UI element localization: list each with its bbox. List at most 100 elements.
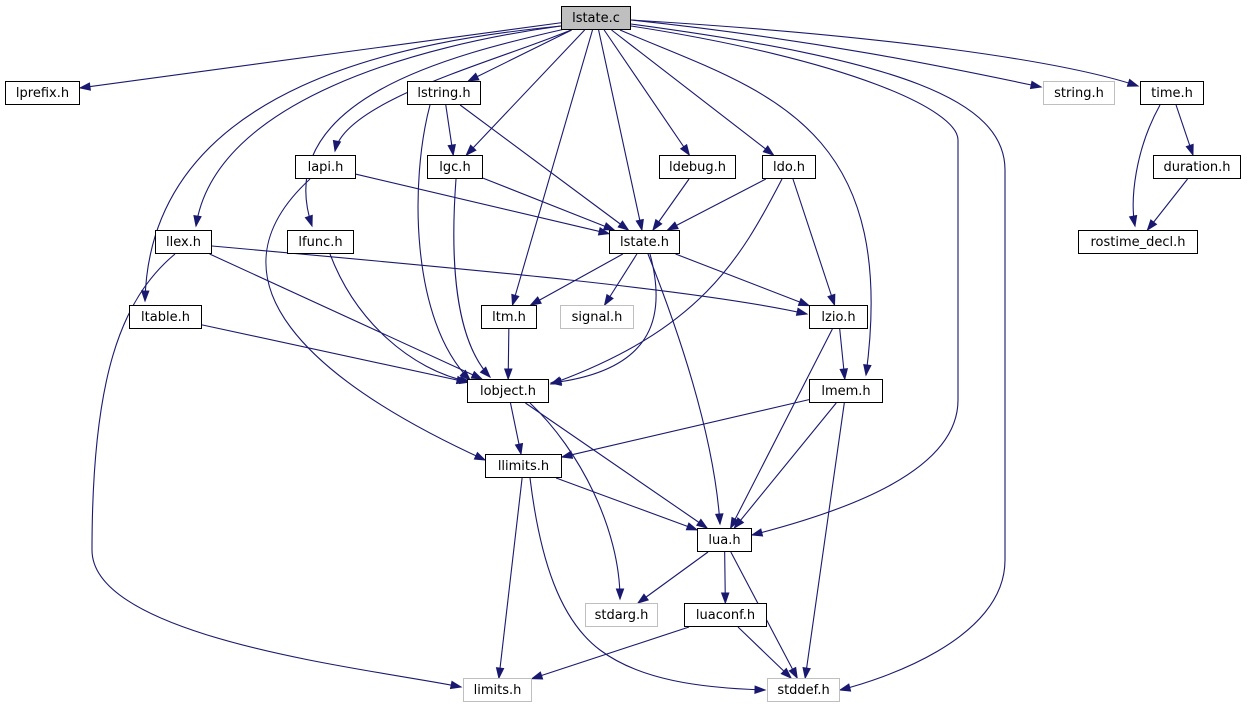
edge-lfunc-to-lobject (329, 253, 471, 383)
edge-lstate-h-to-lua (647, 253, 721, 525)
arrowhead-ltable (140, 290, 150, 303)
node-lfunc[interactable]: lfunc.h (287, 230, 354, 254)
edge-duration-to-rostime (1147, 178, 1188, 231)
node-lstring[interactable]: lstring.h (407, 81, 481, 105)
edge-lstate-c-to-lstate-h (598, 29, 643, 231)
edge-luaconf-to-stddef (737, 626, 792, 679)
edge-lstring-to-lobject (417, 104, 471, 381)
node-stdarg[interactable]: stdarg.h (585, 603, 658, 627)
arrowhead-lstate-h (666, 221, 679, 231)
edge-lua-to-stdarg (637, 551, 709, 604)
edge-lstate-h-to-ltm (530, 253, 624, 306)
edge-lstate-c-to-ldo (611, 29, 774, 156)
arrowhead-lstate-h (617, 220, 630, 231)
edge-llex-to-lobject (209, 253, 483, 380)
arrowhead-lobject (479, 366, 492, 379)
arrowhead-limits (495, 667, 505, 680)
node-duration[interactable]: duration.h (1153, 155, 1241, 179)
node-lstate-c[interactable]: lstate.c (561, 6, 631, 30)
edge-lzio-to-lua (730, 328, 833, 529)
arrowhead-ltm (529, 296, 542, 306)
arrowhead-lobject (459, 369, 472, 382)
node-ldebug[interactable]: ldebug.h (659, 155, 736, 179)
node-lgc[interactable]: lgc.h (427, 155, 483, 179)
node-lobject[interactable]: lobject.h (467, 379, 549, 403)
arrowhead-rostime (1146, 219, 1158, 232)
node-llex[interactable]: llex.h (155, 230, 212, 254)
edge-lstate-c-to-lprefix (79, 22, 562, 89)
edge-lapi-to-lstate-h (355, 173, 610, 235)
node-string[interactable]: string.h (1043, 81, 1115, 105)
node-lstate-h[interactable]: lstate.h (609, 230, 680, 254)
arrowhead-stddef (838, 683, 852, 692)
arrowhead-signal (603, 293, 614, 307)
arrowhead-luaconf (720, 592, 730, 605)
edge-llex-to-lzio (211, 245, 808, 315)
edge-lgc-to-lobject (453, 178, 491, 378)
arrowhead-lstate-h (635, 218, 644, 232)
arrowhead-lua (714, 513, 724, 526)
arrowhead-lmem (839, 368, 849, 381)
edge-llimits-to-stddef (529, 477, 766, 691)
edge-lstate-c-to-lgc (465, 29, 586, 156)
node-time[interactable]: time.h (1140, 81, 1204, 105)
arrowhead-ltm (511, 293, 520, 307)
node-stddef[interactable]: stddef.h (767, 678, 840, 702)
arrowhead-lobject (549, 377, 562, 387)
arrowhead-llex (193, 214, 202, 228)
node-rostime[interactable]: rostime_decl.h (1078, 230, 1198, 254)
arrowhead-lua (733, 517, 745, 530)
arrowhead-ldo (762, 145, 775, 156)
node-ldo[interactable]: ldo.h (762, 155, 816, 179)
edge-lstate-c-to-ltm (511, 29, 594, 306)
edge-lobject-to-lua (525, 402, 708, 529)
node-signal[interactable]: signal.h (560, 305, 634, 329)
node-limits[interactable]: limits.h (463, 678, 532, 702)
edge-lstate-h-to-lobject (550, 253, 657, 384)
edge-llex-to-limits (91, 253, 462, 688)
arrowhead-lobject (503, 368, 513, 381)
node-lapi[interactable]: lapi.h (295, 155, 356, 179)
arrowhead-lobject (470, 370, 484, 380)
arrowhead-lzio (827, 293, 836, 307)
node-lprefix[interactable]: lprefix.h (5, 81, 80, 105)
arrowhead-lzio (797, 297, 811, 307)
arrowhead-lgc (465, 144, 477, 157)
arrowhead-llimits (514, 442, 524, 456)
edge-lgc-to-lstate-h (482, 177, 615, 231)
edge-lstate-c-to-time (630, 19, 1139, 87)
arrowhead-lgc (447, 143, 456, 157)
edge-lstate-c-to-lfunc (305, 28, 566, 227)
node-llimits[interactable]: llimits.h (485, 454, 562, 478)
node-luaconf[interactable]: luaconf.h (684, 603, 767, 627)
arrowhead-time (1126, 78, 1140, 87)
arrowhead-lstate-h (597, 227, 611, 236)
edge-ldo-to-lzio (792, 178, 836, 306)
arrowhead-llimits (473, 451, 487, 461)
arrowhead-ldebug (679, 143, 691, 157)
arrowhead-stddef (788, 666, 798, 680)
edge-lstate-c-to-lstring (468, 29, 572, 82)
edge-lstate-c-to-ltable (144, 25, 562, 302)
edge-lstate-c-to-lua (630, 25, 959, 536)
edge-lstate-c-to-lmem (619, 29, 872, 376)
arrowhead-lobject (455, 375, 469, 385)
edge-lapi-to-llimits (265, 178, 486, 461)
node-lmem[interactable]: lmem.h (809, 379, 883, 403)
edge-ltable-to-lobject (201, 324, 468, 383)
arrowhead-stddef (754, 685, 767, 694)
arrowhead-rostime (1128, 214, 1138, 228)
edge-lstate-c-to-stddef (630, 23, 1006, 691)
arrowhead-lua (750, 528, 764, 537)
node-lua[interactable]: lua.h (697, 528, 752, 552)
node-ltable[interactable]: ltable.h (129, 305, 202, 329)
arrowhead-limits (530, 671, 544, 680)
edge-lstate-h-to-lzio (675, 253, 810, 307)
edge-lmem-to-llimits (561, 399, 810, 458)
edge-lobject-to-stdarg (529, 402, 621, 600)
node-ltm[interactable]: ltm.h (481, 305, 537, 329)
edge-ldo-to-lstate-h (667, 178, 767, 231)
arrowhead-lua (685, 522, 699, 531)
edge-ldo-to-lobject (550, 178, 783, 385)
node-lzio[interactable]: lzio.h (809, 305, 868, 329)
